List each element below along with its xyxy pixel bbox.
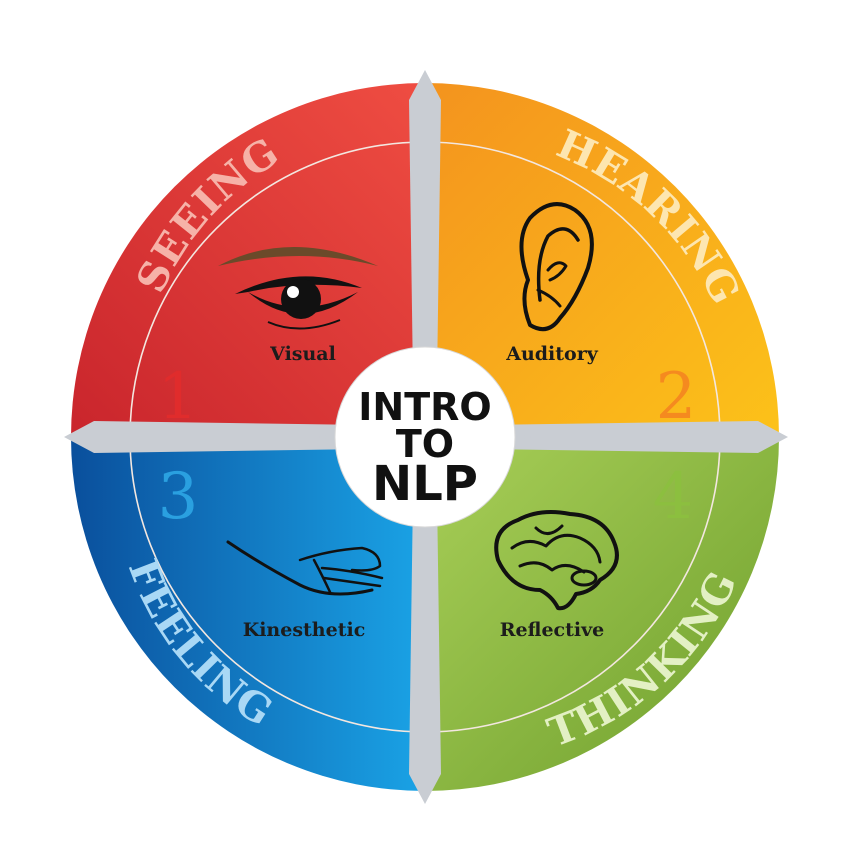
brain-icon (494, 510, 619, 611)
number-2: 2 (656, 360, 697, 434)
sense-label-reflective: Reflective (500, 619, 604, 641)
hand-icon (226, 540, 384, 596)
eye-icon (218, 247, 378, 330)
sense-label-visual: Visual (269, 343, 336, 365)
ear-icon (519, 202, 594, 332)
number-4: 4 (653, 460, 694, 534)
center-circle (334, 346, 516, 528)
quadrant-hearing (425, 83, 779, 437)
sense-label-auditory: Auditory (505, 343, 599, 365)
center-title-line1: INTRO (358, 385, 491, 429)
number-3: 3 (158, 460, 199, 534)
quadrant-feeling (71, 437, 425, 791)
center-title-line2: TO (396, 422, 454, 466)
number-1: 1 (158, 360, 199, 434)
center-title-line3: NLP (372, 456, 478, 512)
sense-label-kinesthetic: Kinesthetic (243, 619, 366, 641)
quadrant-thinking (425, 437, 779, 791)
